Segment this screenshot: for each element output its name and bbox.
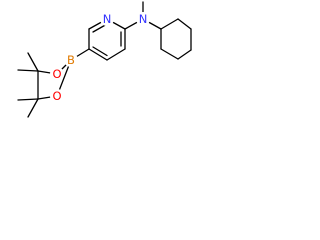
atom-label-o-bottom: O xyxy=(52,89,61,103)
atom-label-b: B xyxy=(67,53,75,67)
oxygen-bottom: O xyxy=(50,89,64,103)
bond xyxy=(106,48,126,61)
bond xyxy=(177,49,192,60)
bond xyxy=(27,98,39,118)
oxygen-top: O xyxy=(50,67,64,81)
atom-label-n-amine: N xyxy=(139,12,148,26)
atom-label-n-ring: N xyxy=(103,12,112,26)
bond xyxy=(160,48,179,60)
bond xyxy=(88,48,108,61)
bond xyxy=(92,46,108,57)
bond xyxy=(160,18,179,30)
bond xyxy=(17,98,39,101)
bond xyxy=(27,52,39,72)
amine-nitrogen: N xyxy=(136,12,150,26)
bond xyxy=(177,18,192,30)
atom-label-o-top: O xyxy=(52,67,61,81)
atom-label-layer: N N B O O xyxy=(50,12,150,103)
molecule-structure: N N B O O xyxy=(17,1,192,118)
boron-atom: B xyxy=(64,53,78,67)
bond xyxy=(17,69,39,72)
pyridine-nitrogen: N xyxy=(100,12,114,26)
